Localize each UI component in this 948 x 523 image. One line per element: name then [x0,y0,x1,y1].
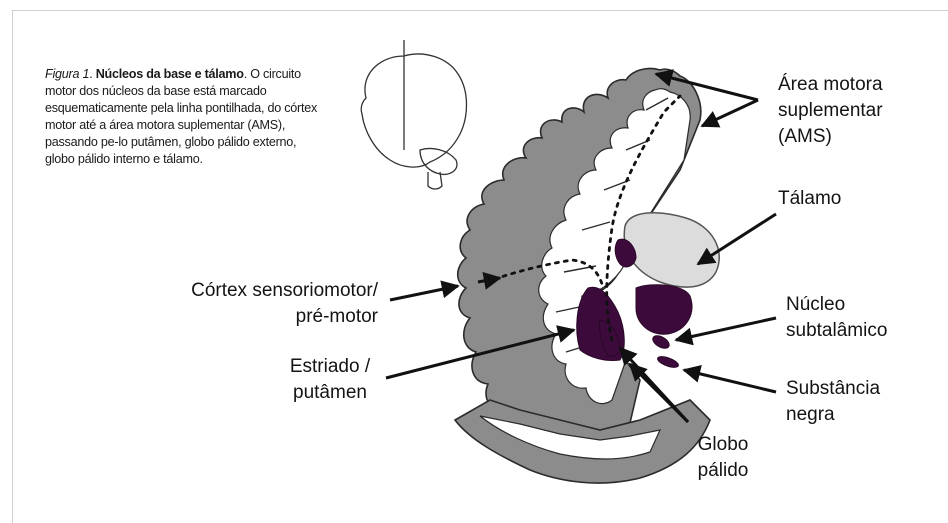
label-area-motora: Área motora suplementar (AMS) [778,72,883,150]
label-estriado: Estriado / putâmen [270,354,390,406]
substantia-nigra-shape [656,354,679,369]
subthalamic-nucleus-shape [651,333,672,351]
label-talamo: Tálamo [778,186,841,212]
arrow-nucleo [676,318,776,340]
arrow-cortex [390,286,458,300]
arrow-ams-2 [702,100,758,126]
brain-sketch-icon [361,40,466,189]
thalamus-purple-nucleus [636,285,692,334]
label-substancia: Substância negra [786,376,880,428]
label-globo: Globo pálido [678,432,768,484]
label-nucleo: Núcleo subtalâmico [786,292,887,344]
arrow-substancia [684,370,776,392]
thalamus-shape [624,213,719,287]
label-cortex: Córtex sensoriomotor/ pré-motor [168,278,378,330]
